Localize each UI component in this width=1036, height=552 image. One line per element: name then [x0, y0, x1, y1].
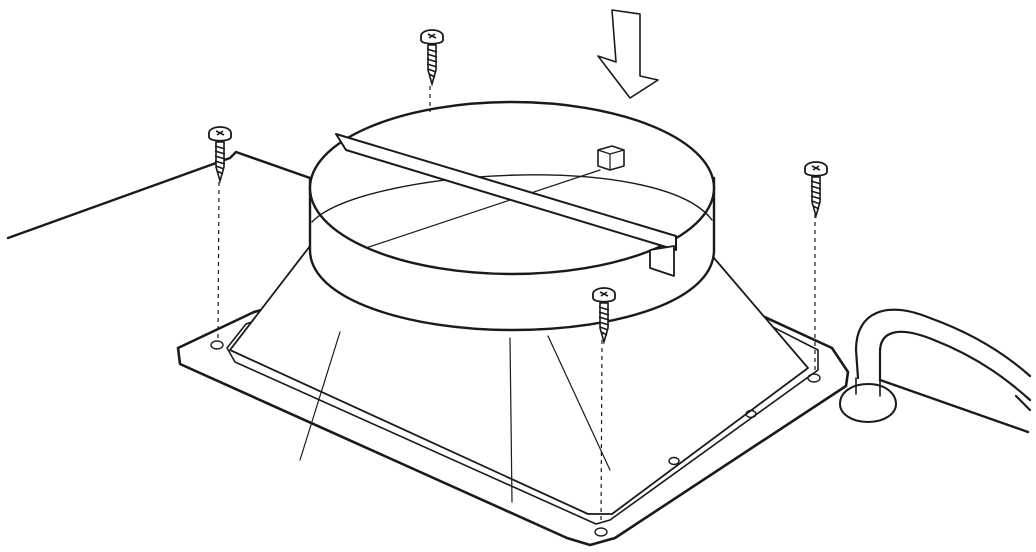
mounting-surface	[6, 150, 1030, 434]
screw-right	[804, 161, 828, 217]
down-arrow	[597, 9, 659, 99]
duct-adapter-flange	[176, 245, 850, 547]
power-cord	[854, 308, 1032, 412]
round-collar	[308, 100, 716, 332]
alignment-guides	[217, 86, 816, 525]
damper-flap	[335, 133, 677, 277]
screw-top-center	[420, 29, 444, 85]
screw-top-left	[208, 126, 232, 182]
cord-grommet	[839, 377, 897, 423]
